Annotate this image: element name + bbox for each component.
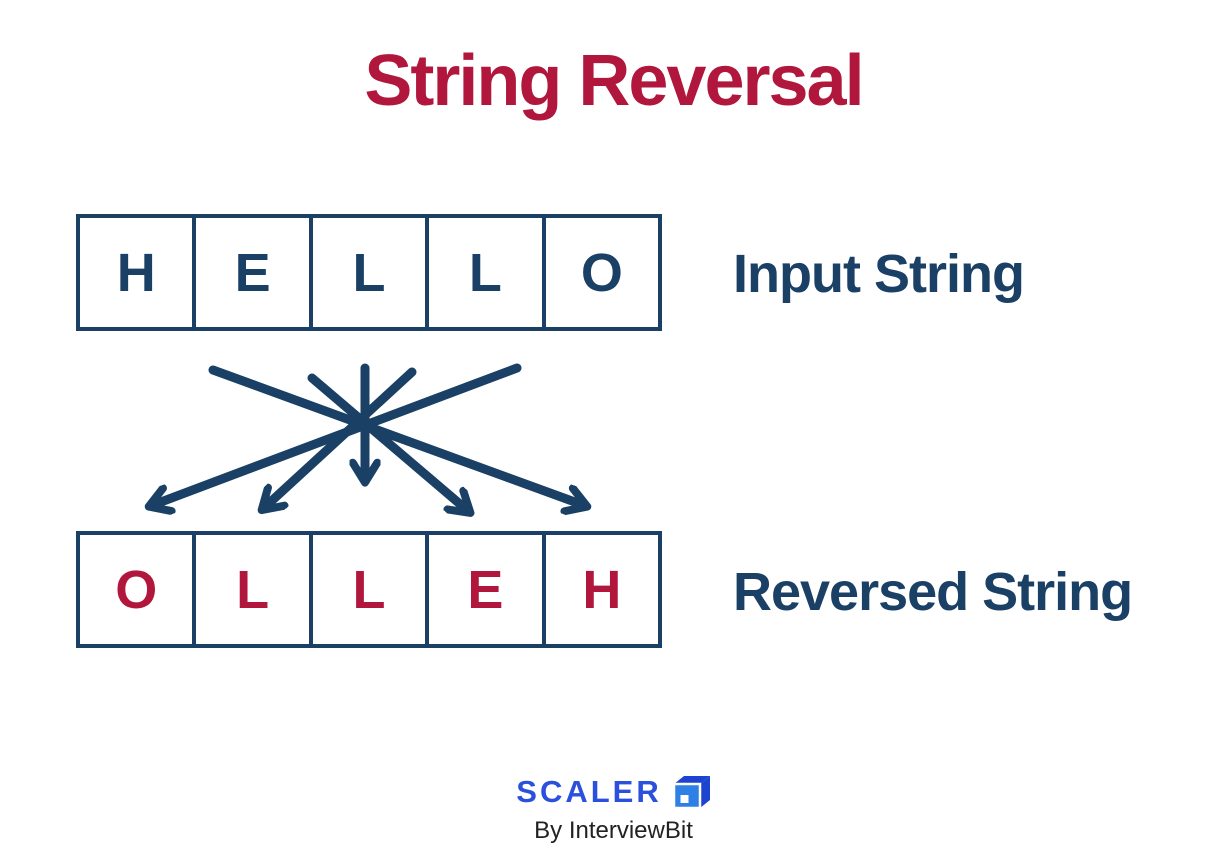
reversed-string-boxes: O L L E H bbox=[76, 531, 662, 648]
scaler-logo: SCALER bbox=[516, 774, 710, 810]
input-cell-3: L bbox=[429, 218, 546, 327]
reversed-cell-1: L bbox=[196, 535, 313, 644]
arrow-h-to-position-5 bbox=[208, 365, 583, 505]
byline-text: By InterviewBit bbox=[534, 817, 693, 844]
reversed-cell-0: O bbox=[80, 535, 197, 644]
input-cell-2: L bbox=[313, 218, 430, 327]
page-title: String Reversal bbox=[364, 41, 864, 121]
input-cell-1: E bbox=[196, 218, 313, 327]
reversed-string-label: Reversed String bbox=[733, 562, 1133, 622]
arrow-o-to-position-1 bbox=[153, 363, 522, 505]
input-string-boxes: H E L L O bbox=[76, 214, 662, 331]
footer-branding: SCALER By InterviewBit bbox=[0, 774, 1227, 845]
reversed-cell-2: L bbox=[313, 535, 430, 644]
reversal-arrows bbox=[70, 363, 670, 535]
reversed-cell-4: H bbox=[582, 559, 622, 620]
input-cell-0: H bbox=[80, 218, 197, 327]
input-cell-4: O bbox=[580, 242, 623, 303]
input-string-label: Input String bbox=[733, 244, 1025, 304]
arrow-e-to-position-4 bbox=[307, 373, 467, 510]
reversed-cell-3: E bbox=[429, 535, 546, 644]
scaler-cube-icon bbox=[672, 776, 710, 809]
scaler-wordmark: SCALER bbox=[516, 774, 662, 809]
